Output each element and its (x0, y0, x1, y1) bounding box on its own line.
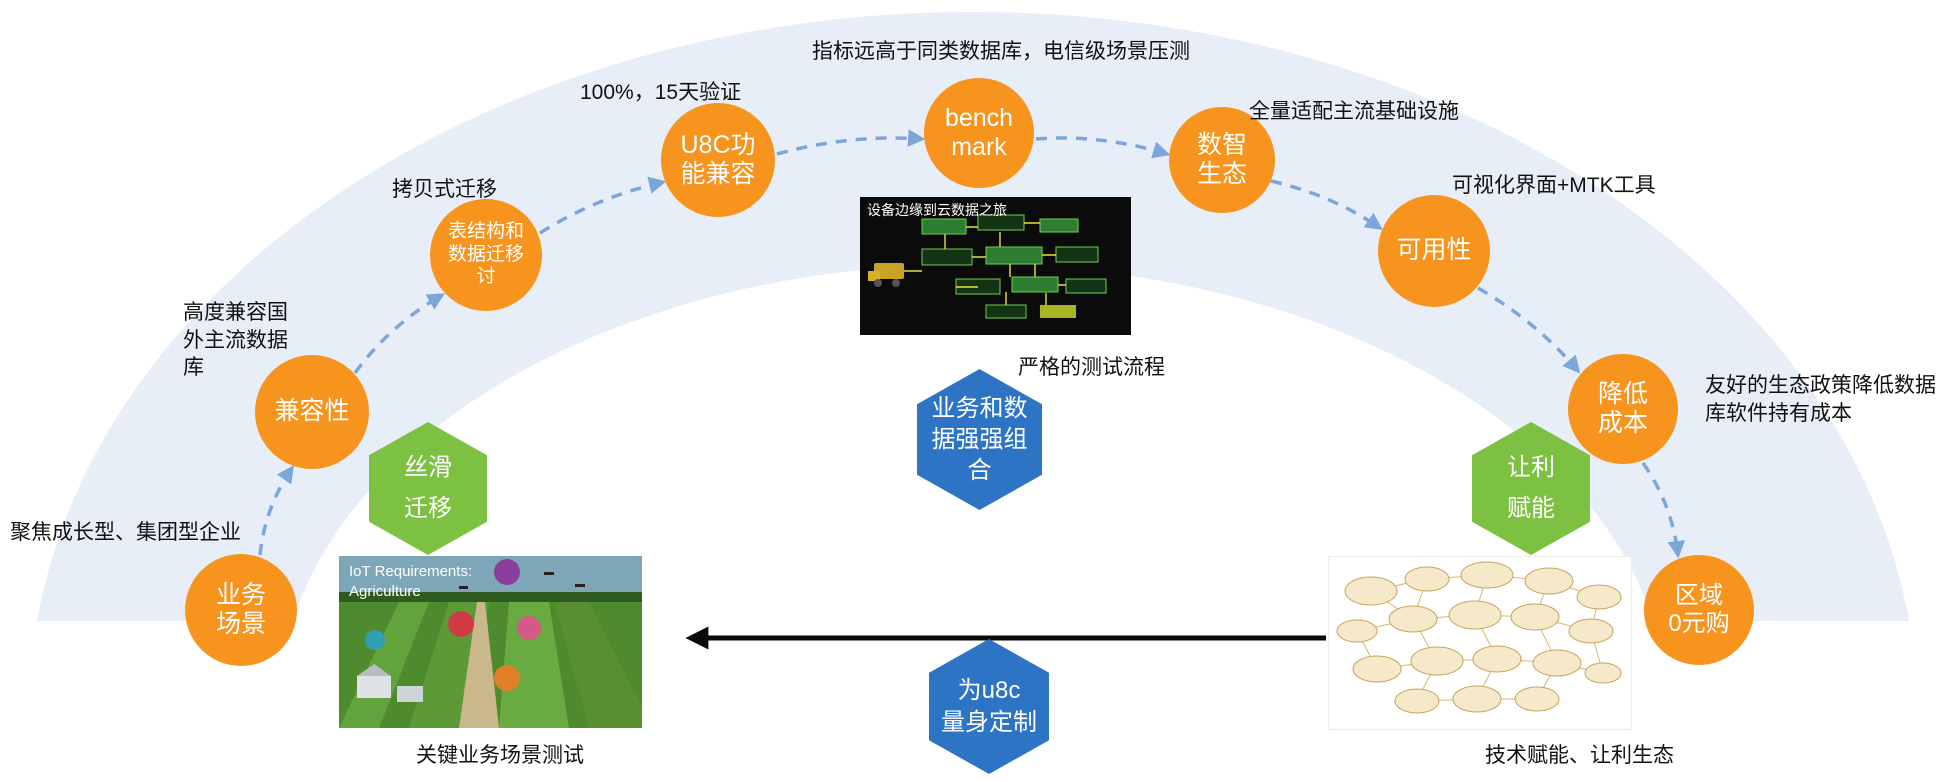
step-u8c-function: U8C功 能兼容 (661, 103, 775, 217)
step-compatibility: 兼容性 (255, 355, 369, 469)
note-benchmark: 指标远高于同类数据库，电信级场景压测 (812, 40, 1190, 63)
step-business-scenario: 业务 场景 (185, 554, 297, 666)
dashed-arrow-7 (1477, 286, 1581, 374)
note-target-customers: 聚焦成长型、集团型企业 (10, 521, 241, 544)
tech-ecosystem-caption: 技术赋能、让利生态 (1485, 744, 1674, 767)
test-flow-graphic (860, 197, 1131, 335)
dashed-arrow-8 (1641, 461, 1686, 559)
test-flow-caption: 严格的测试流程 (1018, 356, 1165, 379)
iot-agriculture-graphic (339, 556, 642, 728)
iot-agriculture-caption: 关键业务场景测试 (416, 744, 584, 767)
test-flow-screenshot: 设备边缘到云数据之旅 (860, 197, 1131, 335)
iot-agriculture-inner-title: IoT Requirements: Agriculture (349, 563, 473, 600)
note-copy-migration: 拷贝式迁移 (392, 178, 497, 201)
note-cost-policy: 友好的生态政策降低数据 库软件持有成本 (1705, 374, 1936, 425)
step-cost-reduction: 降低 成本 (1568, 354, 1678, 464)
note-infrastructure: 全量适配主流基础设施 (1249, 100, 1459, 123)
step-region-free: 区域 0元购 (1644, 555, 1754, 665)
step-benchmark: bench mark (924, 78, 1034, 188)
test-flow-inner-title: 设备边缘到云数据之旅 (867, 202, 1007, 218)
dashed-arrow-5 (1035, 136, 1171, 159)
iot-agriculture-image: IoT Requirements: Agriculture (339, 556, 642, 728)
note-compatibility: 高度兼容国 外主流数据 库 (183, 301, 288, 380)
hex-u8c-tailored: 为u8c 量身定制 (929, 639, 1049, 774)
step-digital-ecosystem: 数智 生态 (1169, 107, 1275, 213)
dashed-arrow-6 (1270, 179, 1383, 230)
dashed-arrow-1 (258, 465, 294, 556)
dashed-arrow-2 (353, 293, 446, 375)
note-verification: 100%，15天验证 (580, 81, 742, 104)
tech-ecosystem-network-graphic (1329, 557, 1631, 729)
tech-ecosystem-network-image (1328, 556, 1632, 730)
step-usability: 可用性 (1378, 195, 1490, 307)
arc-band (37, 11, 1909, 621)
dashed-arrow-3 (539, 176, 667, 235)
step-schema-migration: 表结构和 数据迁移 讨 (430, 199, 542, 311)
dashed-arrow-4 (776, 129, 926, 156)
note-visual-tools: 可视化界面+MTK工具 (1452, 174, 1656, 197)
